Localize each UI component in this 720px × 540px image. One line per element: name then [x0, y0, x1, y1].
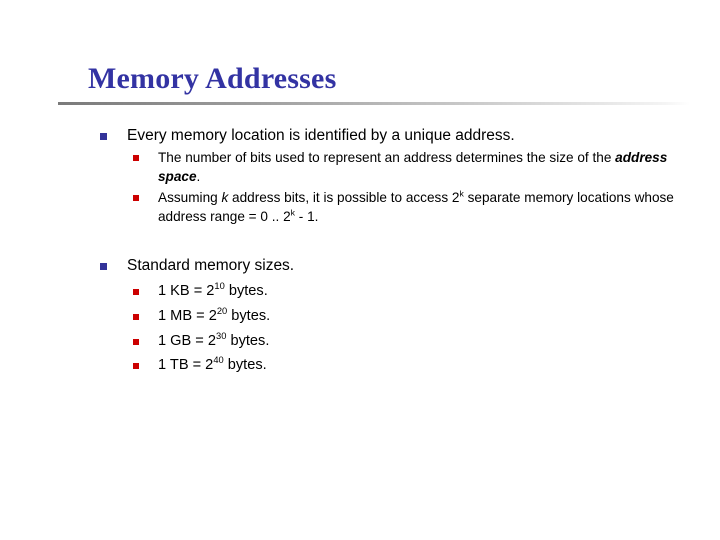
sub-text-italic-k: k [221, 190, 229, 206]
sub-text-part3: separate memory locations whose address … [158, 190, 674, 224]
superscript-exponent: 20 [216, 305, 228, 316]
memory-size-list: 1 KB = 210 bytes. 1 MB = 220 bytes. 1 GB… [0, 280, 720, 376]
superscript-exponent: 40 [213, 355, 224, 366]
sub-text-part4: - 1. [294, 208, 319, 224]
size-suffix: bytes. [226, 332, 270, 349]
size-label: 1 KB = 2 [158, 282, 215, 299]
square-bullet-icon [133, 155, 139, 162]
sub-text-part2: address bits, it is possible to access 2 [228, 190, 460, 206]
sub-text-part1: The number of bits used to represent an … [158, 150, 616, 166]
size-label: 1 TB = 2 [158, 357, 214, 374]
list-item-gb: 1 GB = 230 bytes. [0, 330, 720, 352]
size-label: 1 MB = 2 [158, 307, 217, 324]
square-bullet-icon [133, 313, 139, 320]
sub-text-emphasis: address space [158, 150, 668, 184]
square-bullet-icon [133, 338, 139, 345]
square-bullet-icon [133, 363, 139, 370]
superscript-k: k [290, 207, 295, 218]
size-suffix: bytes. [227, 307, 271, 324]
bullet-level2-assuming-k-bits: Assuming k address bits, it is possible … [0, 189, 720, 226]
sub-text-part1: Assuming [158, 190, 222, 206]
superscript-k: k [459, 188, 464, 199]
square-bullet-icon [133, 195, 139, 202]
list-item-tb: 1 TB = 240 bytes. [0, 356, 720, 376]
sub-text-part2: . [196, 168, 201, 184]
square-bullet-icon [133, 288, 139, 295]
list-item-mb: 1 MB = 220 bytes. [0, 305, 720, 327]
list-item-kb: 1 KB = 210 bytes. [0, 280, 720, 302]
bullet-level1-memory-location: Every memory location is identified by a… [0, 126, 720, 146]
bullet-level1-text: Standard memory sizes. [127, 257, 295, 275]
size-label: 1 GB = 2 [158, 332, 217, 349]
bullet-level2-address-bits: The number of bits used to represent an … [0, 149, 720, 186]
slide-body: Every memory location is identified by a… [0, 126, 720, 376]
superscript-exponent: 10 [214, 280, 225, 291]
title-divider [58, 102, 690, 105]
superscript-exponent: 30 [216, 330, 227, 341]
square-bullet-icon [100, 263, 107, 271]
size-suffix: bytes. [223, 357, 267, 374]
bullet-level1-standard-sizes: Standard memory sizes. [0, 256, 720, 276]
page-title: Memory Addresses [88, 62, 337, 95]
bullet-level1-text: Every memory location is identified by a… [127, 127, 515, 144]
square-bullet-icon [100, 133, 107, 140]
section-spacer [0, 226, 720, 256]
size-suffix: bytes. [224, 282, 268, 299]
